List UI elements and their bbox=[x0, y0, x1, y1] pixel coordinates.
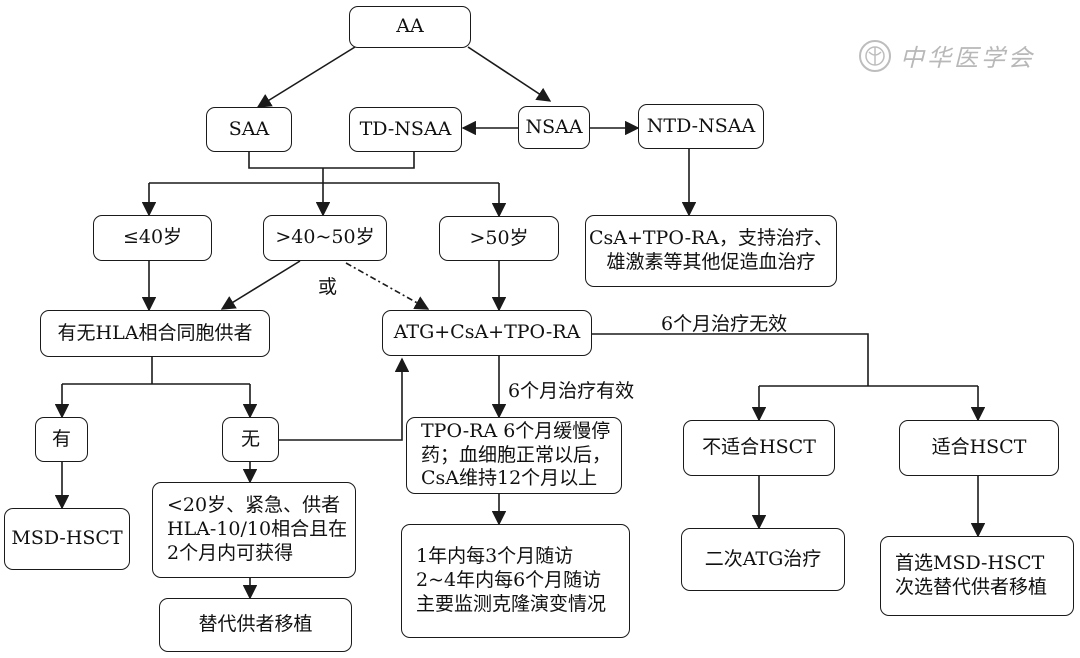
node-first-choice: 首选MSD-HSCT 次选替代供者移植 bbox=[880, 536, 1074, 616]
edge-no-atg bbox=[279, 357, 410, 441]
node-nsaa-label: NSAA bbox=[525, 115, 583, 138]
node-alt-transplant: 替代供者移植 bbox=[159, 598, 352, 652]
node-age-gt50: >50岁 bbox=[439, 216, 559, 261]
node-followup: 1年内每3个月随访 2~4年内每6个月随访 主要监测克隆演变情况 bbox=[401, 524, 630, 638]
node-tpo-taper-label: TPO-RA 6个月缓慢停 药；血细胞正常以后， CsA维持12个月以上 bbox=[421, 419, 612, 490]
node-td-nsaa-label: TD-NSAA bbox=[359, 117, 452, 140]
node-td-nsaa: TD-NSAA bbox=[349, 107, 462, 152]
node-age-40-50-label: >40~50岁 bbox=[275, 226, 375, 249]
node-age-40-50: >40~50岁 bbox=[263, 215, 387, 261]
node-suitable-hsct: 适合HSCT bbox=[899, 420, 1059, 476]
node-no: 无 bbox=[222, 417, 279, 462]
node-yes-label: 有 bbox=[51, 427, 71, 450]
edge-aa-saa bbox=[256, 46, 356, 108]
node-nsaa: NSAA bbox=[518, 106, 590, 149]
node-atg-regimen: ATG+CsA+TPO-RA bbox=[382, 310, 592, 356]
watermark-text: 中华医学会 bbox=[900, 44, 1035, 72]
node-hla-donor-label: 有无HLA相合同胞供者 bbox=[57, 321, 253, 344]
node-tpo-taper: TPO-RA 6个月缓慢停 药；血细胞正常以后， CsA维持12个月以上 bbox=[406, 417, 622, 494]
node-first-choice-label: 首选MSD-HSCT 次选替代供者移植 bbox=[895, 552, 1048, 598]
node-age-le40: ≤40岁 bbox=[93, 215, 212, 261]
node-msd-hsct-label: MSD-HSCT bbox=[11, 527, 123, 550]
node-age-le40-label: ≤40岁 bbox=[122, 226, 183, 249]
node-alt-criteria: <20岁、紧急、供者 HLA-10/10相合且在 2个月内可获得 bbox=[152, 482, 356, 578]
node-msd-hsct: MSD-HSCT bbox=[4, 508, 130, 570]
edge-40-50-atg bbox=[345, 262, 430, 310]
society-emblem-icon bbox=[859, 39, 891, 72]
edge-40-50-hla bbox=[220, 260, 301, 310]
node-saa-label: SAA bbox=[228, 117, 270, 140]
node-hla-donor: 有无HLA相合同胞供者 bbox=[40, 310, 270, 357]
node-ntd-nsaa: NTD-NSAA bbox=[638, 104, 764, 149]
node-atg-regimen-label: ATG+CsA+TPO-RA bbox=[393, 321, 581, 344]
node-yes: 有 bbox=[35, 417, 88, 462]
node-no-label: 无 bbox=[240, 427, 260, 450]
edge-saa-tdnsaa-join bbox=[248, 152, 415, 169]
node-alt-criteria-label: <20岁、紧急、供者 HLA-10/10相合且在 2个月内可获得 bbox=[167, 494, 348, 564]
node-second-atg: 二次ATG治疗 bbox=[681, 528, 845, 591]
edge-label-ineffective: 6个月治疗无效 bbox=[661, 313, 788, 335]
edge-label-or: 或 bbox=[318, 276, 338, 298]
node-alt-transplant-label: 替代供者移植 bbox=[198, 613, 313, 636]
node-ntd-treatment-label: CsA+TPO-RA，支持治疗、 雄激素等其他促造血治疗 bbox=[588, 227, 834, 273]
node-unsuitable-hsct: 不适合HSCT bbox=[683, 420, 835, 476]
node-aa: AA bbox=[349, 6, 471, 48]
edge-aa-nsaa bbox=[467, 46, 552, 102]
node-saa: SAA bbox=[206, 107, 292, 152]
node-ntd-nsaa-label: NTD-NSAA bbox=[646, 114, 756, 137]
node-aa-label: AA bbox=[396, 15, 424, 38]
node-suitable-hsct-label: 适合HSCT bbox=[931, 436, 1027, 459]
watermark: 中华医学会 bbox=[858, 38, 1035, 73]
node-followup-label: 1年内每3个月随访 2~4年内每6个月随访 主要监测克隆演变情况 bbox=[416, 545, 607, 615]
edge-label-effective: 6个月治疗有效 bbox=[508, 380, 635, 402]
node-unsuitable-hsct-label: 不适合HSCT bbox=[702, 436, 816, 459]
node-second-atg-label: 二次ATG治疗 bbox=[704, 547, 822, 570]
node-ntd-treatment: CsA+TPO-RA，支持治疗、 雄激素等其他促造血治疗 bbox=[585, 215, 837, 287]
node-age-gt50-label: >50岁 bbox=[469, 226, 529, 249]
edge-atg-ineffective bbox=[592, 333, 869, 386]
